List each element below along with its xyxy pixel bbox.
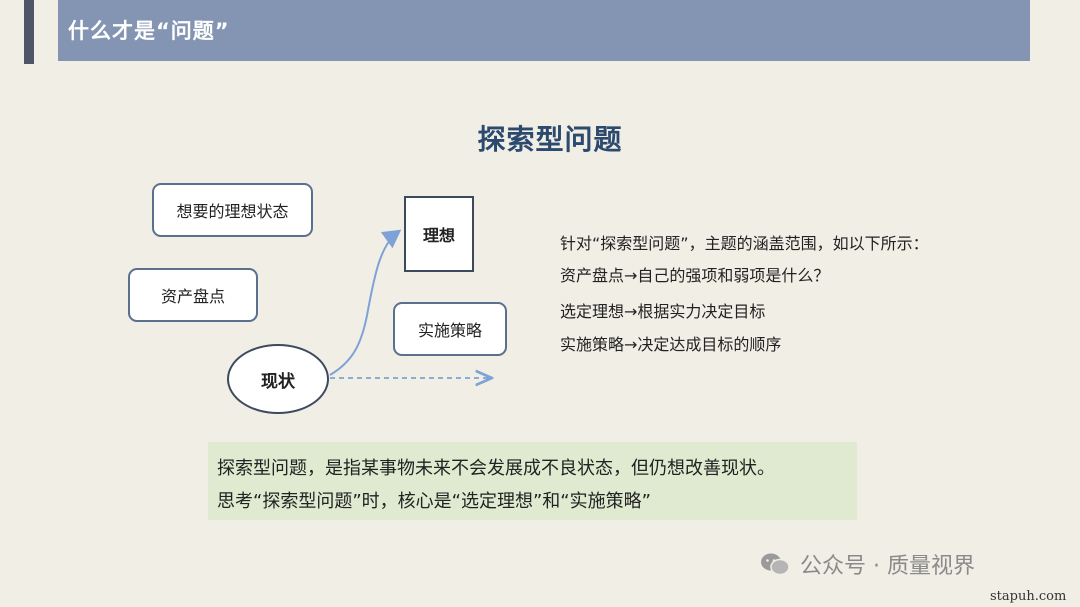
watermark-text: 公众号 · 质量视界: [800, 554, 975, 579]
wechat-icon: [761, 553, 790, 576]
description-line-2: 资产盘点→自己的强项和弱项是什么？: [560, 266, 830, 285]
summary-line-1: 探索型问题，是指某事物未来不会发展成不良状态，但仍想改善现状。: [217, 458, 775, 479]
description-line-4: 实施策略→决定达成目标的顺序: [560, 335, 782, 354]
site-watermark: stapuh.com: [990, 589, 1067, 604]
strategy-label: 实施策略: [417, 321, 482, 340]
header-title: 什么才是“问题”: [68, 19, 230, 43]
header-bar: 什么才是“问题”: [58, 0, 1030, 61]
summary-line-2: 思考“探索型问题”时，核心是“选定理想”和“实施策略”: [217, 491, 651, 512]
ideal-box: 理想: [404, 196, 474, 272]
slide-title: 探索型问题: [477, 123, 623, 156]
ideal-state-label: 想要的理想状态: [176, 202, 289, 221]
wechat-watermark: 公众号 · 质量视界: [760, 548, 975, 580]
ideal-label: 理想: [422, 226, 455, 245]
strategy-box: 实施策略: [393, 302, 507, 356]
current-state-label: 现状: [261, 371, 295, 392]
description-line-3: 选定理想→根据实力决定目标: [560, 302, 766, 321]
description-line-1: 针对“探索型问题”，主题的涵盖范围，如以下所示：: [560, 234, 929, 253]
asset-inventory-label: 资产盘点: [160, 287, 225, 306]
ideal-state-box: 想要的理想状态: [152, 183, 313, 237]
asset-inventory-box: 资产盘点: [128, 268, 258, 322]
left-accent-bar: [24, 0, 34, 64]
summary-box: 探索型问题，是指某事物未来不会发展成不良状态，但仍想改善现状。 思考“探索型问题…: [208, 442, 857, 520]
current-state-ellipse: 现状: [227, 344, 329, 414]
arrow-to-ideal: [329, 229, 402, 376]
